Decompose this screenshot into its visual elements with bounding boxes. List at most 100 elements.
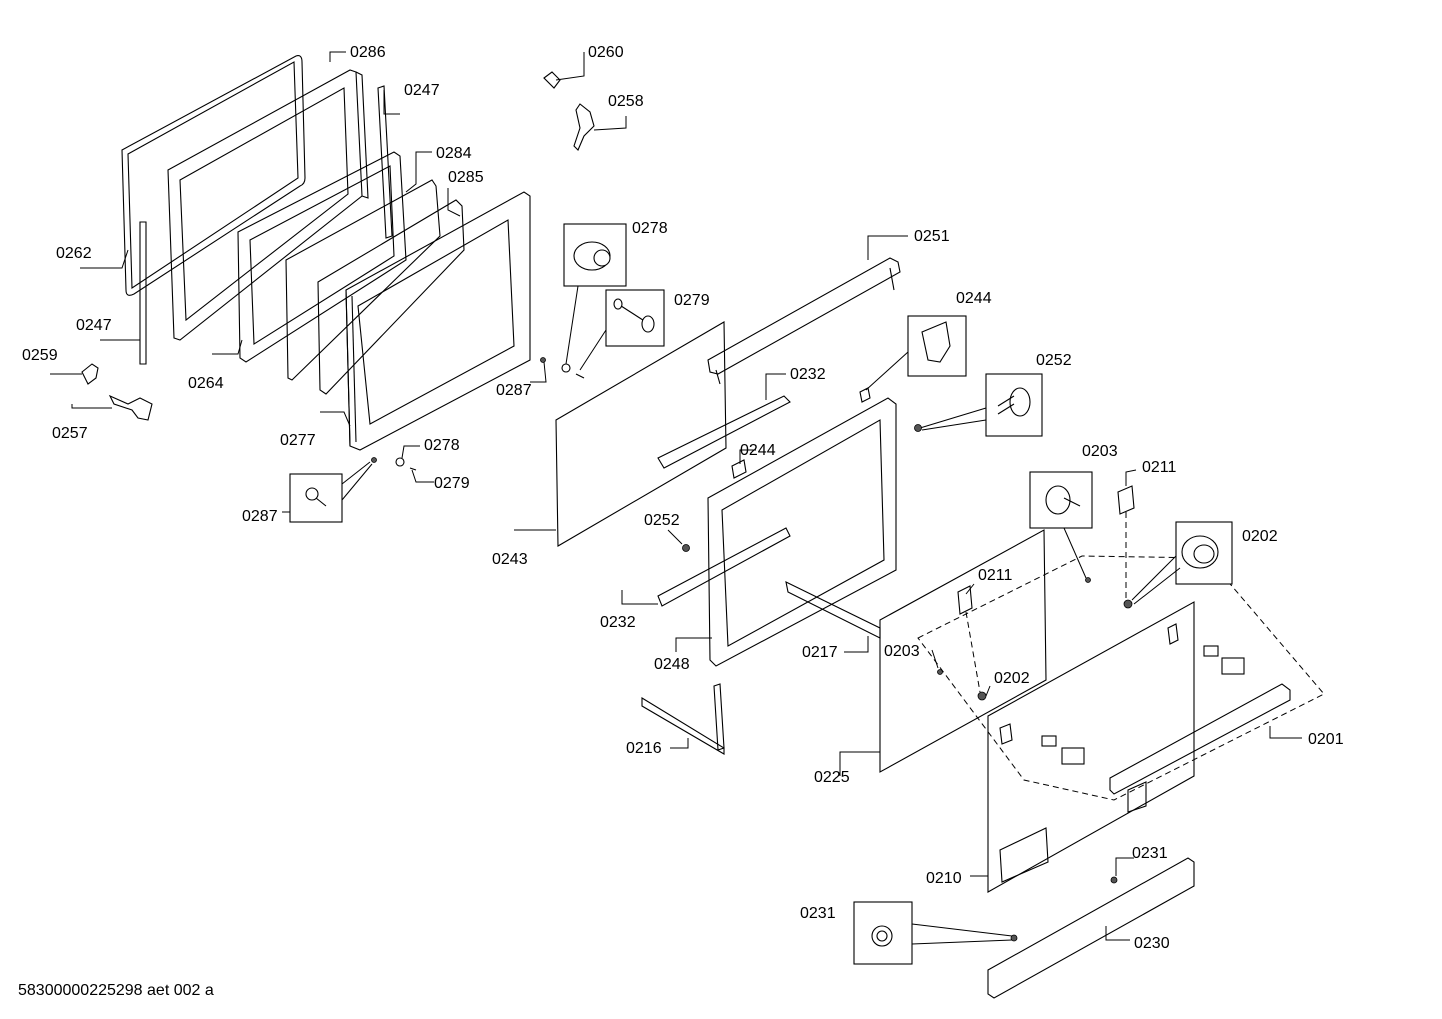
label-0277: 0277 [280,432,316,449]
nut-icon [1123,599,1133,609]
label-0285: 0285 [448,169,484,186]
part-labels: 0286 0247 0284 0285 0262 0247 0259 0257 … [22,44,1344,952]
label-0252: 0252 [1036,352,1072,369]
label-0231: 0231 [800,905,836,922]
inner-glass-pane-part [285,179,441,381]
label-0279: 0279 [674,292,710,309]
terminal-part [1041,735,1057,747]
inner-door-frame-part [167,69,369,341]
screw-icon [1010,934,1018,942]
mount-plate-part [957,585,973,615]
label-0262: 0262 [56,245,92,262]
label-0243: 0243 [492,551,528,568]
inset-knob-0252 [919,373,1043,437]
knob-part-icon [914,424,922,432]
pin-part [409,467,417,471]
back-panel-part [879,529,1047,773]
bracket-small-part [1127,781,1147,813]
connector-part [1221,657,1245,675]
seal-strip-right-part [377,85,393,239]
label-0216: 0216 [626,740,662,757]
label-0232: 0232 [600,614,636,631]
heater-bar-part [1109,683,1291,795]
label-0247: 0247 [404,82,440,99]
screw-icon [1110,876,1118,884]
label-0231: 0231 [1132,845,1168,862]
side-rail-upper-part [657,395,791,469]
label-0279: 0279 [434,475,470,492]
hinge-bracket-part [573,103,595,151]
drawing-number: 58300000225298 aet 002 a [18,982,214,999]
inset-screw-0231 [853,901,1013,965]
connector-part [1061,747,1085,765]
terminal-part [1203,645,1219,657]
label-0258: 0258 [608,93,644,110]
bottom-trim-part [987,857,1195,999]
label-0203: 0203 [884,643,920,660]
screw-icon [371,457,377,463]
support-bracket-part [641,683,725,755]
muffle-frame-part [707,397,897,667]
label-0230: 0230 [1134,935,1170,952]
label-0202: 0202 [1242,528,1278,545]
side-rail-lower-part [657,527,791,607]
label-0278: 0278 [632,220,668,237]
bracket-small-part [1167,623,1179,645]
label-0259: 0259 [22,347,58,364]
label-0211: 0211 [1142,459,1177,476]
label-0251: 0251 [914,228,950,245]
label-0247: 0247 [76,317,112,334]
roller-icon [561,363,571,373]
inset-pin-0279 [579,289,665,371]
label-0248: 0248 [654,656,690,673]
label-0225: 0225 [814,769,850,786]
glass-frame-part [237,151,407,363]
pin-part [575,373,585,379]
label-0287: 0287 [496,382,532,399]
label-0202: 0202 [994,670,1030,687]
label-0217: 0217 [802,644,838,661]
nut-icon [977,691,987,701]
label-0252: 0252 [644,512,680,529]
inset-clip-0244 [865,315,967,391]
nut-icon [1085,577,1091,583]
label-0203: 0203 [1082,443,1118,460]
nut-icon [937,669,943,675]
inset-nut-0202 [1131,521,1233,605]
inset-screw-0287 [289,461,373,523]
outer-glass-panel-part [555,321,727,547]
clip-part [859,387,871,403]
seal-strip-left-part [139,221,147,365]
heater-outline-dashed [917,555,1325,801]
label-0210: 0210 [926,870,962,887]
top-rail-part [707,257,901,385]
bottom-rail-part [785,581,881,639]
hinge-clip-part [81,363,99,385]
hinge-top-part [543,71,561,89]
dashed-leader [965,611,981,693]
label-0264: 0264 [188,375,224,392]
label-0286: 0286 [350,44,386,61]
label-0257: 0257 [52,425,88,442]
label-0232: 0232 [790,366,826,383]
label-0201: 0201 [1308,731,1344,748]
middle-glass-pane-part [317,199,465,395]
label-0244: 0244 [740,442,776,459]
inset-roller-0278 [563,223,627,365]
label-0211: 0211 [978,567,1013,584]
outer-door-frame-part [345,191,531,451]
label-0260: 0260 [588,44,624,61]
label-0287: 0287 [242,508,278,525]
washer-icon [395,457,405,467]
rear-wall-part [987,601,1195,893]
small-knob-icon [682,544,690,552]
screw-icon [540,357,546,363]
hinge-part [108,394,153,421]
label-0284: 0284 [436,145,472,162]
clip-small-part [731,459,747,479]
label-0244: 0244 [956,290,992,307]
bracket-part [999,827,1049,883]
label-0278: 0278 [424,437,460,454]
door-seal-part [121,55,306,296]
